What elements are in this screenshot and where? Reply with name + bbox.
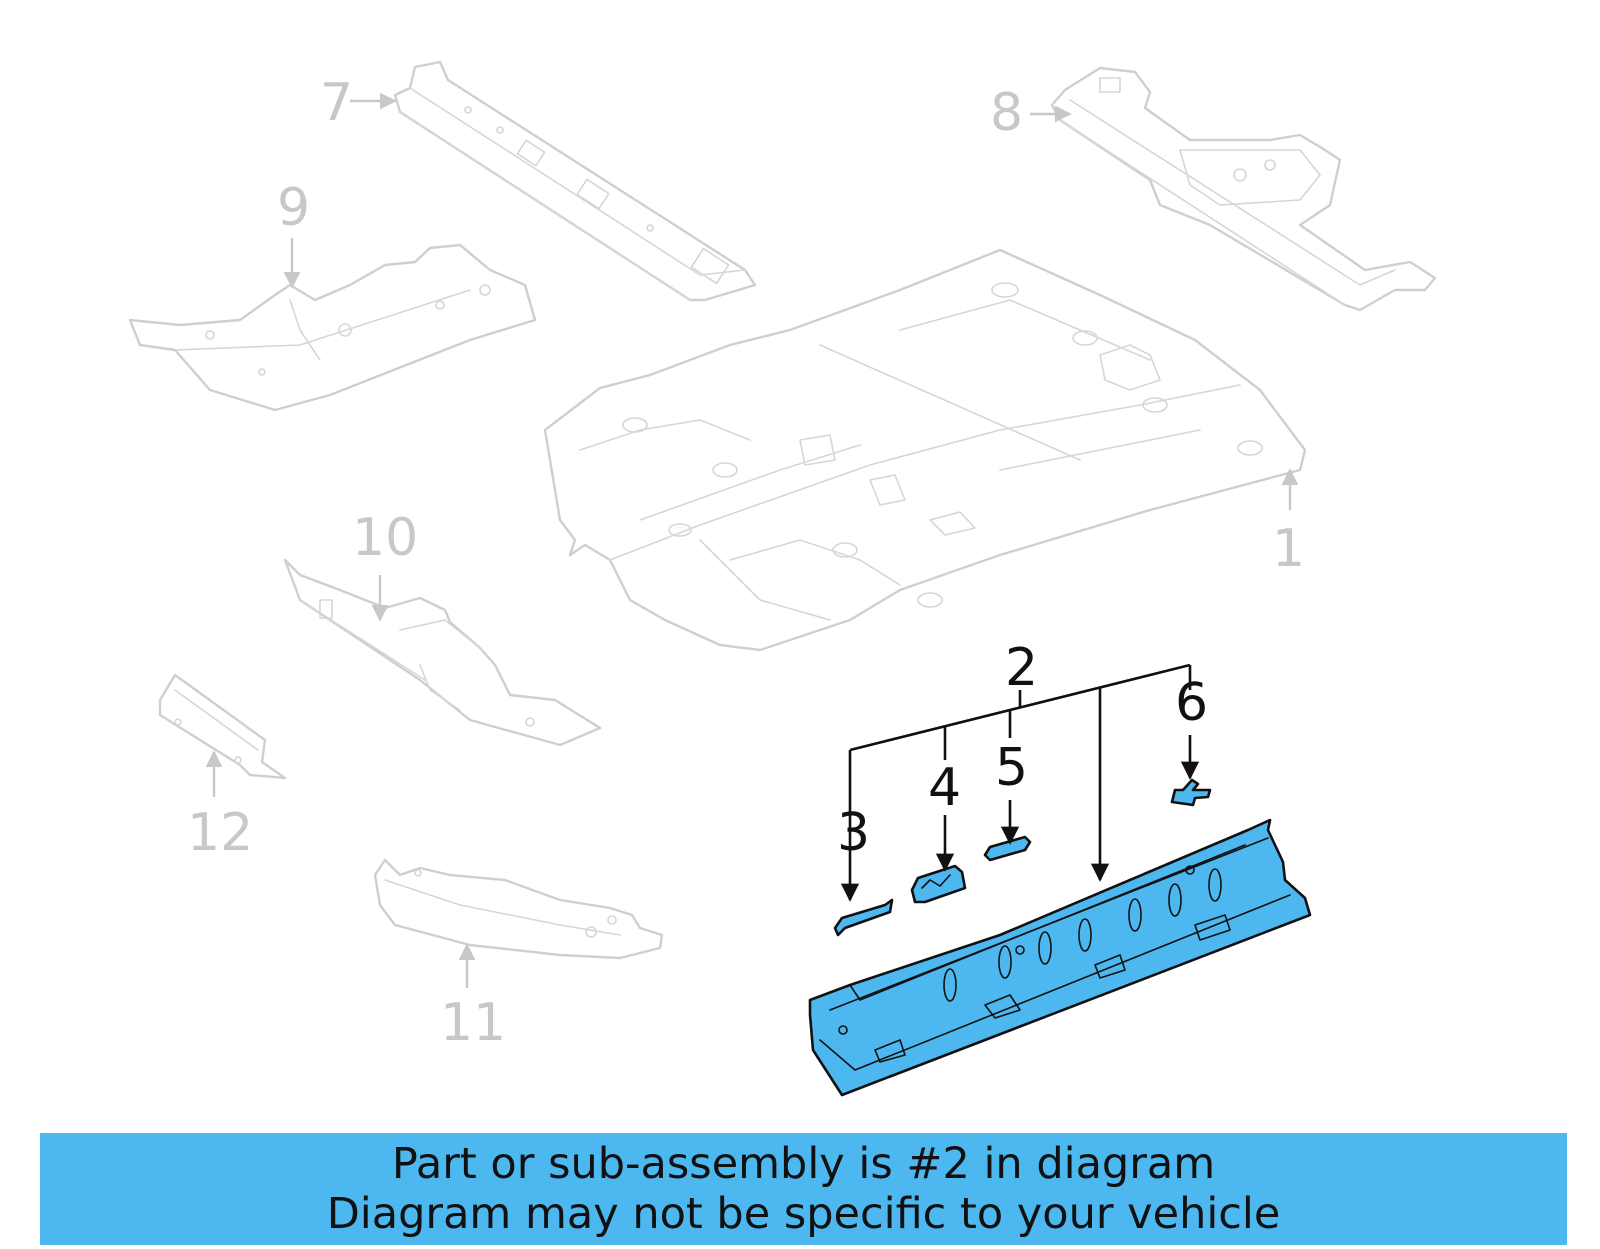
part-8-rear-crossmember — [1050, 66, 1437, 312]
part-1-floor-pan — [543, 248, 1307, 652]
callout-7: 7 — [320, 73, 397, 133]
svg-text:10: 10 — [352, 508, 418, 568]
callout-12: 12 — [187, 750, 253, 863]
part-7-crossmember — [393, 60, 757, 302]
svg-text:9: 9 — [277, 178, 310, 238]
callout-2: 2 — [1005, 638, 1038, 698]
svg-text:12: 12 — [187, 803, 253, 863]
callout-8: 8 — [990, 83, 1072, 143]
notice-line-1: Part or sub-assembly is #2 in diagram — [391, 1139, 1216, 1189]
notice-line-2: Diagram may not be specific to your vehi… — [326, 1189, 1281, 1239]
part-3-reinforcement — [833, 898, 894, 937]
callout-1: 1 — [1272, 468, 1305, 579]
notice-banner: Part or sub-assembly is #2 in diagram Di… — [40, 1133, 1567, 1245]
callout-6: 6 — [1175, 673, 1208, 780]
svg-text:2: 2 — [1005, 638, 1038, 698]
svg-text:3: 3 — [837, 803, 870, 863]
svg-text:7: 7 — [320, 73, 353, 133]
callout-10: 10 — [352, 508, 418, 622]
callout-4: 4 — [928, 758, 961, 872]
part-2-rocker-panel — [808, 818, 1312, 1097]
callout-5: 5 — [995, 738, 1028, 845]
svg-text:11: 11 — [440, 993, 506, 1053]
callout-11: 11 — [440, 943, 506, 1053]
part-4-bracket — [910, 864, 967, 904]
svg-text:8: 8 — [990, 83, 1023, 143]
part-6-clip — [1170, 778, 1212, 807]
part-9-side-member — [128, 243, 537, 412]
part-12-bracket — [158, 673, 287, 780]
callout-9: 9 — [277, 178, 310, 289]
callout-3: 3 — [837, 803, 870, 863]
part-11-extension — [373, 858, 664, 960]
part-5-plate — [983, 835, 1032, 862]
callout-2-leader-tree — [840, 663, 1192, 902]
svg-text:4: 4 — [928, 758, 961, 818]
svg-text:5: 5 — [995, 738, 1028, 798]
svg-text:1: 1 — [1272, 519, 1305, 579]
part-10-brace — [283, 558, 602, 747]
svg-text:6: 6 — [1175, 673, 1208, 733]
